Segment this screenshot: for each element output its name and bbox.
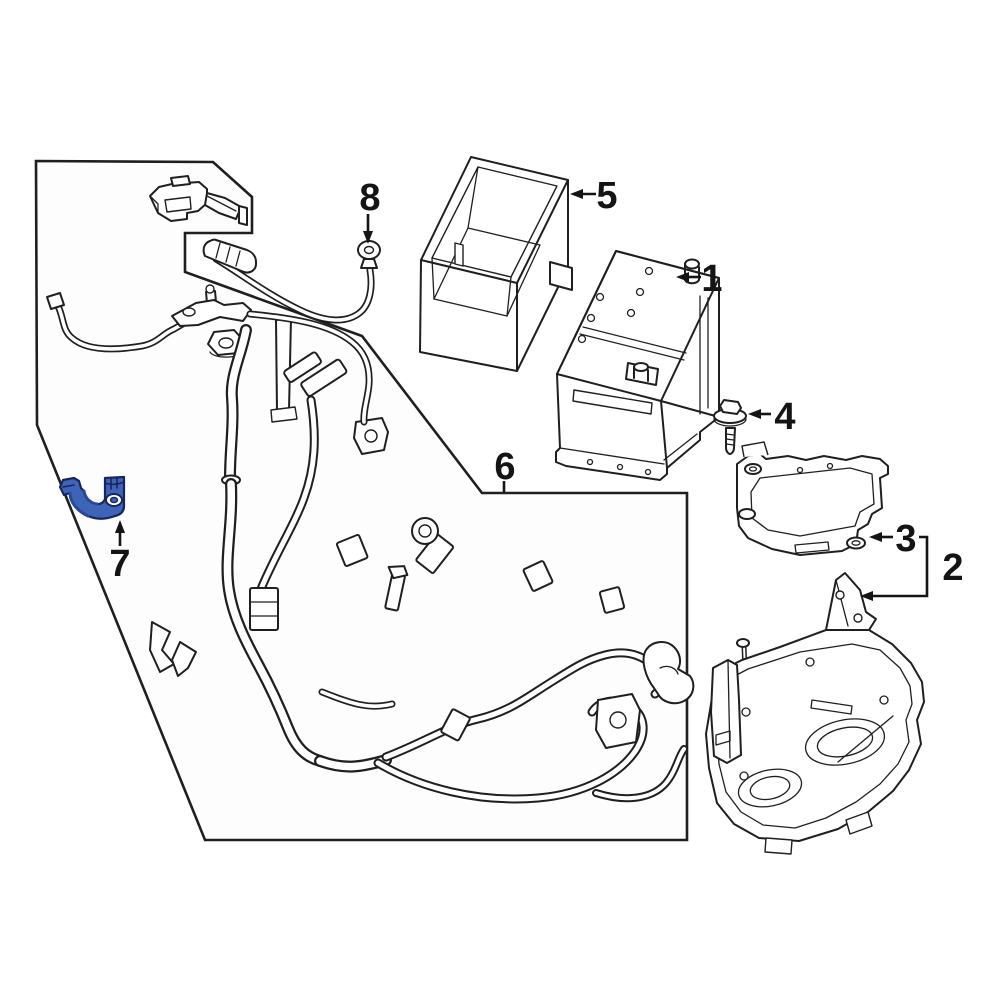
- fuse-terminal-part: [149, 175, 248, 226]
- knock-sensor-connector: [411, 517, 455, 574]
- connector-c: [598, 586, 626, 614]
- ground-cable: [202, 238, 381, 324]
- elbow-boot: [642, 641, 695, 705]
- callout-7-label: 7: [109, 543, 130, 585]
- battery-tray: [705, 572, 925, 855]
- battery-tray-upper-bracket: [736, 441, 889, 556]
- hold-down-bolt: [713, 399, 747, 455]
- battery: [555, 250, 720, 481]
- callout-7: 7: [109, 520, 131, 585]
- small-bolt: [384, 565, 409, 612]
- callout-4: 4: [748, 396, 796, 438]
- callout-6-label: 6: [494, 446, 515, 488]
- connector-b: [522, 560, 554, 592]
- callout-8-label: 8: [359, 177, 380, 219]
- battery-terminal-clamp: [595, 693, 641, 749]
- harness-panel: [34, 159, 689, 842]
- battery-current-sensor: [58, 475, 126, 520]
- callout-1-label: 1: [701, 258, 722, 300]
- callout-3-label: 3: [895, 518, 916, 560]
- callout-8: 8: [359, 177, 381, 244]
- left-jumper-cable: [46, 292, 190, 353]
- callout-5: 5: [570, 175, 618, 217]
- callout-5-label: 5: [596, 175, 617, 217]
- connector-d: [440, 708, 471, 742]
- connector-stack: [249, 587, 279, 631]
- harness-trunk: [221, 324, 326, 767]
- harness-connectors-top: [283, 351, 348, 397]
- retainer-clips: [149, 621, 197, 677]
- battery-cover-box: [419, 156, 573, 372]
- terminal-clamp-mid: [353, 417, 389, 455]
- callout-1: 1: [676, 258, 723, 300]
- connector-a: [335, 533, 369, 567]
- callout-4-label: 4: [774, 396, 795, 438]
- callout-3: 3: [869, 518, 917, 560]
- callout-2: 2: [860, 535, 964, 601]
- harness-strap: [270, 317, 298, 423]
- callout-2-label: 2: [942, 547, 963, 589]
- callout-6: 6: [494, 446, 516, 492]
- branch-cable-right: [246, 310, 373, 426]
